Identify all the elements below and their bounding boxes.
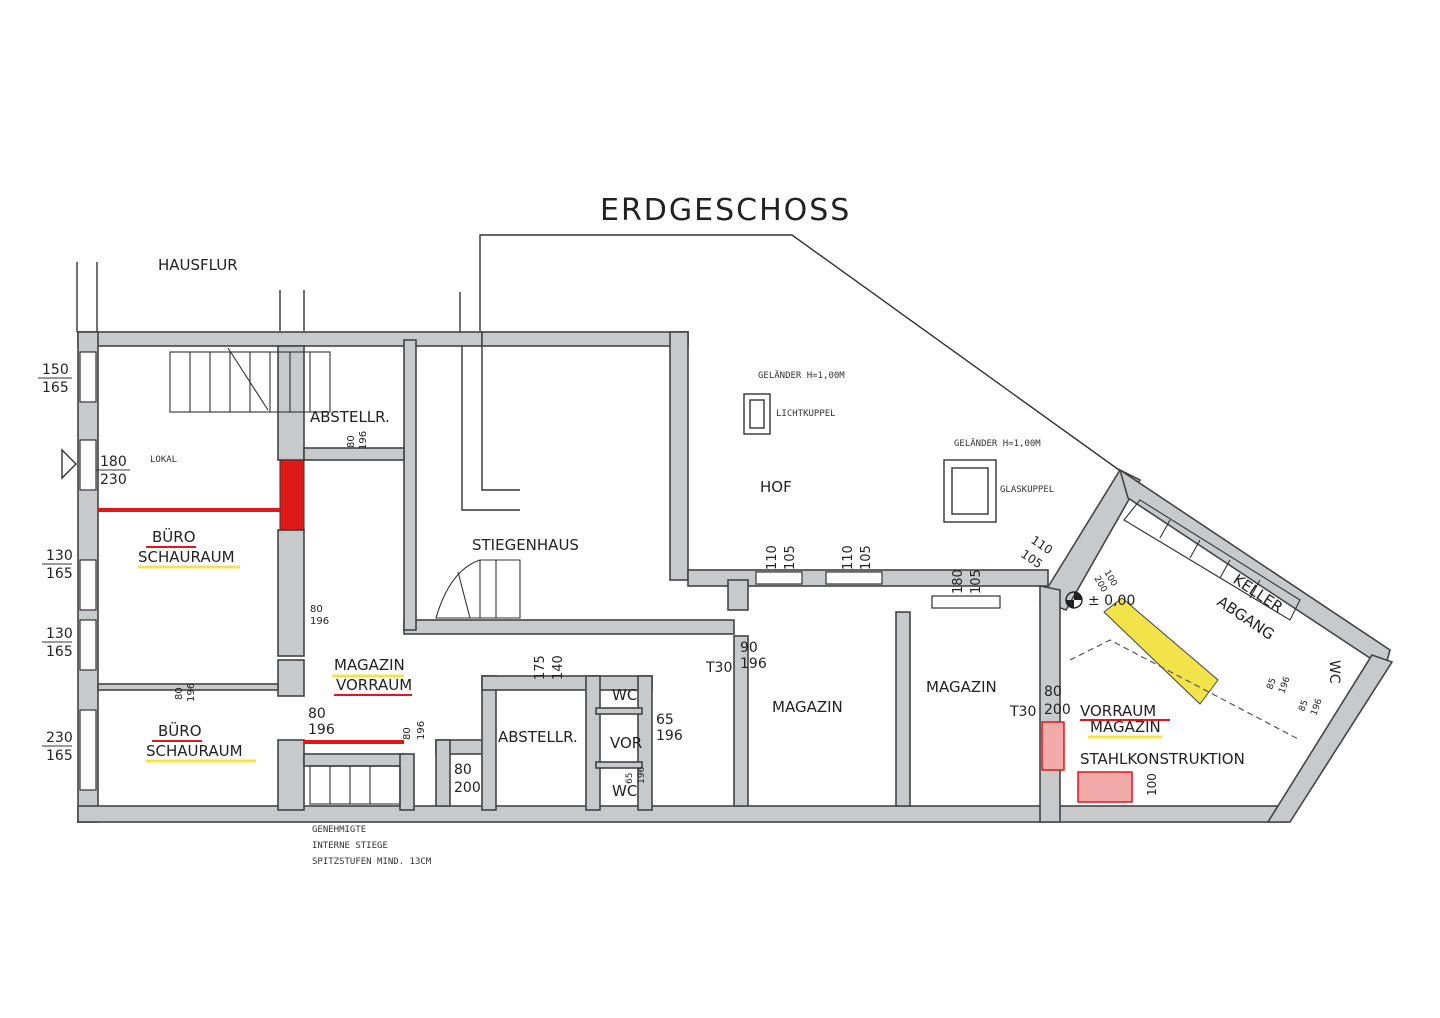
room-schauraum-2: SCHAURAUM xyxy=(146,742,243,760)
dim-d-kel-a: 85 xyxy=(1265,677,1278,691)
dim-w5b: 165 xyxy=(46,748,73,764)
windows-left xyxy=(79,351,97,791)
notes: GELÄNDER H=1,00M LICHTKUPPEL GELÄNDER H=… xyxy=(312,370,1135,867)
stair-keller xyxy=(1123,499,1301,621)
room-schauraum-1: SCHAURAUM xyxy=(138,548,235,566)
red-hatch-block-2 xyxy=(1077,771,1133,803)
dim-w5a: 230 xyxy=(46,730,73,746)
dim-d-abst-a: 80 xyxy=(346,435,357,448)
dim-d-mv2-a: 80 xyxy=(402,727,413,740)
dim-win-m3-a: 180 xyxy=(951,569,966,594)
dim-d-kel2-b: 196 xyxy=(1309,697,1324,717)
dim-win-m2-b: 105 xyxy=(859,545,874,570)
dim-w2b: 230 xyxy=(100,472,127,488)
note-t30-a: T30 xyxy=(705,660,732,676)
dim-d-abst-b: 196 xyxy=(358,431,369,450)
room-magazin-vorraum-2: VORRAUM xyxy=(336,676,412,694)
dim-win-m2-a: 110 xyxy=(841,545,856,570)
dim-win-m1-a: 110 xyxy=(765,545,780,570)
dim-win-abs-b: 140 xyxy=(551,655,566,680)
stair-intern xyxy=(309,765,401,805)
dim-w4a: 130 xyxy=(46,626,73,642)
room-magazin-1: MAGAZIN xyxy=(772,698,843,716)
dim-d-abs-b: 200 xyxy=(454,780,481,796)
stair-lokal xyxy=(169,347,331,413)
dim-d-abs-a: 80 xyxy=(454,762,472,778)
dim-d-buero-b: 196 xyxy=(310,616,329,627)
room-stiegenhaus: STIEGENHAUS xyxy=(472,536,579,554)
room-buero-1: BÜRO xyxy=(152,527,196,546)
dim-d-kel-b: 196 xyxy=(1277,675,1292,695)
room-stahlkonstruktion: STAHLKONSTRUKTION xyxy=(1080,750,1245,768)
plan-title: ERDGESCHOSS xyxy=(600,193,851,228)
dim-d-r-a: 80 xyxy=(1044,684,1062,700)
dim-d-mv2-b: 196 xyxy=(416,721,427,740)
room-wc-2: WC xyxy=(612,782,637,800)
dim-d-wc-a: 65 xyxy=(656,712,674,728)
room-hof: HOF xyxy=(760,478,792,496)
dim-d-kel2-a: 85 xyxy=(1297,699,1310,713)
dim-w4b: 165 xyxy=(46,644,73,660)
dim-d-buero-a: 80 xyxy=(310,604,323,615)
red-hatch-block xyxy=(1041,721,1065,771)
entrance-arrow-icon xyxy=(61,448,77,480)
room-magazin-2: MAGAZIN xyxy=(926,678,997,696)
dim-win-m1-b: 105 xyxy=(783,545,798,570)
room-hausflur: HAUSFLUR xyxy=(158,256,238,274)
yellow-stair xyxy=(1103,597,1219,705)
note-stair-2: INTERNE STIEGE xyxy=(312,841,388,851)
room-wc-1: WC xyxy=(612,686,637,704)
dim-w3b: 165 xyxy=(46,566,73,582)
dim-d-t30-b: 196 xyxy=(740,656,767,672)
dim-stahl: 100 xyxy=(1145,773,1159,796)
glaskuppel-icon xyxy=(943,459,997,523)
note-lichtkuppel: LICHTKUPPEL xyxy=(776,409,836,419)
label-highlights xyxy=(138,546,1170,763)
courtyard-outline xyxy=(479,234,1127,476)
dim-d-wc2-a: 65 xyxy=(625,773,635,784)
room-buero-2: BÜRO xyxy=(158,721,202,740)
red-wall-block xyxy=(279,459,305,531)
dim-d-wc2-b: 196 xyxy=(637,767,647,784)
dim-d-schau-b: 196 xyxy=(186,683,197,702)
stair-shaft-line xyxy=(461,332,520,511)
room-magazin-r: MAGAZIN xyxy=(1090,718,1161,736)
dim-w3a: 130 xyxy=(46,548,73,564)
dashed-line xyxy=(1069,639,1301,741)
interior-walls xyxy=(97,345,911,811)
neighbour-walls xyxy=(76,262,461,332)
stair-stiegenhaus xyxy=(435,559,521,619)
dimension-labels: 150 165 180 230 130 165 130 165 230 165 … xyxy=(38,362,1325,796)
note-stair-3: SPITZSTUFEN MIND. 13CM xyxy=(312,857,432,867)
dim-d-wc-b: 196 xyxy=(656,728,683,744)
note-t30-b: T30 xyxy=(1009,704,1036,720)
dim-win-m3-b: 105 xyxy=(969,569,984,594)
room-vorraum-r: VORRAUM xyxy=(1080,702,1156,720)
room-magazin-vorraum-1: MAGAZIN xyxy=(334,656,405,674)
note-gelaender-1: GELÄNDER H=1,00M xyxy=(758,370,845,381)
room-abstellr-top: ABSTELLR. xyxy=(310,408,390,426)
room-vor: VOR xyxy=(610,734,642,752)
dim-d-mv-a: 80 xyxy=(308,706,326,722)
room-wc-r: WC xyxy=(1326,660,1342,684)
windows-wall xyxy=(755,571,1001,609)
room-lokal: LOKAL xyxy=(150,455,177,465)
dim-w1a: 150 xyxy=(42,362,69,378)
exterior-walls xyxy=(77,331,1394,823)
room-abstellr: ABSTELLR. xyxy=(498,728,578,746)
note-stair-1: GENEHMIGTE xyxy=(312,825,366,835)
dim-d-mv-b: 196 xyxy=(308,722,335,738)
dim-d-t30-a: 90 xyxy=(740,640,758,656)
dim-w1b: 165 xyxy=(42,380,69,396)
dim-win-abs-a: 175 xyxy=(533,655,548,680)
note-glaskuppel: GLASKUPPEL xyxy=(1000,485,1054,495)
lichtkuppel-icon xyxy=(743,393,771,435)
level-marker-icon xyxy=(1065,591,1083,609)
note-gelaender-2: GELÄNDER H=1,00M xyxy=(954,438,1041,449)
dim-d-r-b: 200 xyxy=(1044,702,1071,718)
dim-d-schau-a: 80 xyxy=(174,687,185,700)
dim-w2a: 180 xyxy=(100,454,127,470)
note-level: ± 0,00 xyxy=(1088,593,1135,609)
